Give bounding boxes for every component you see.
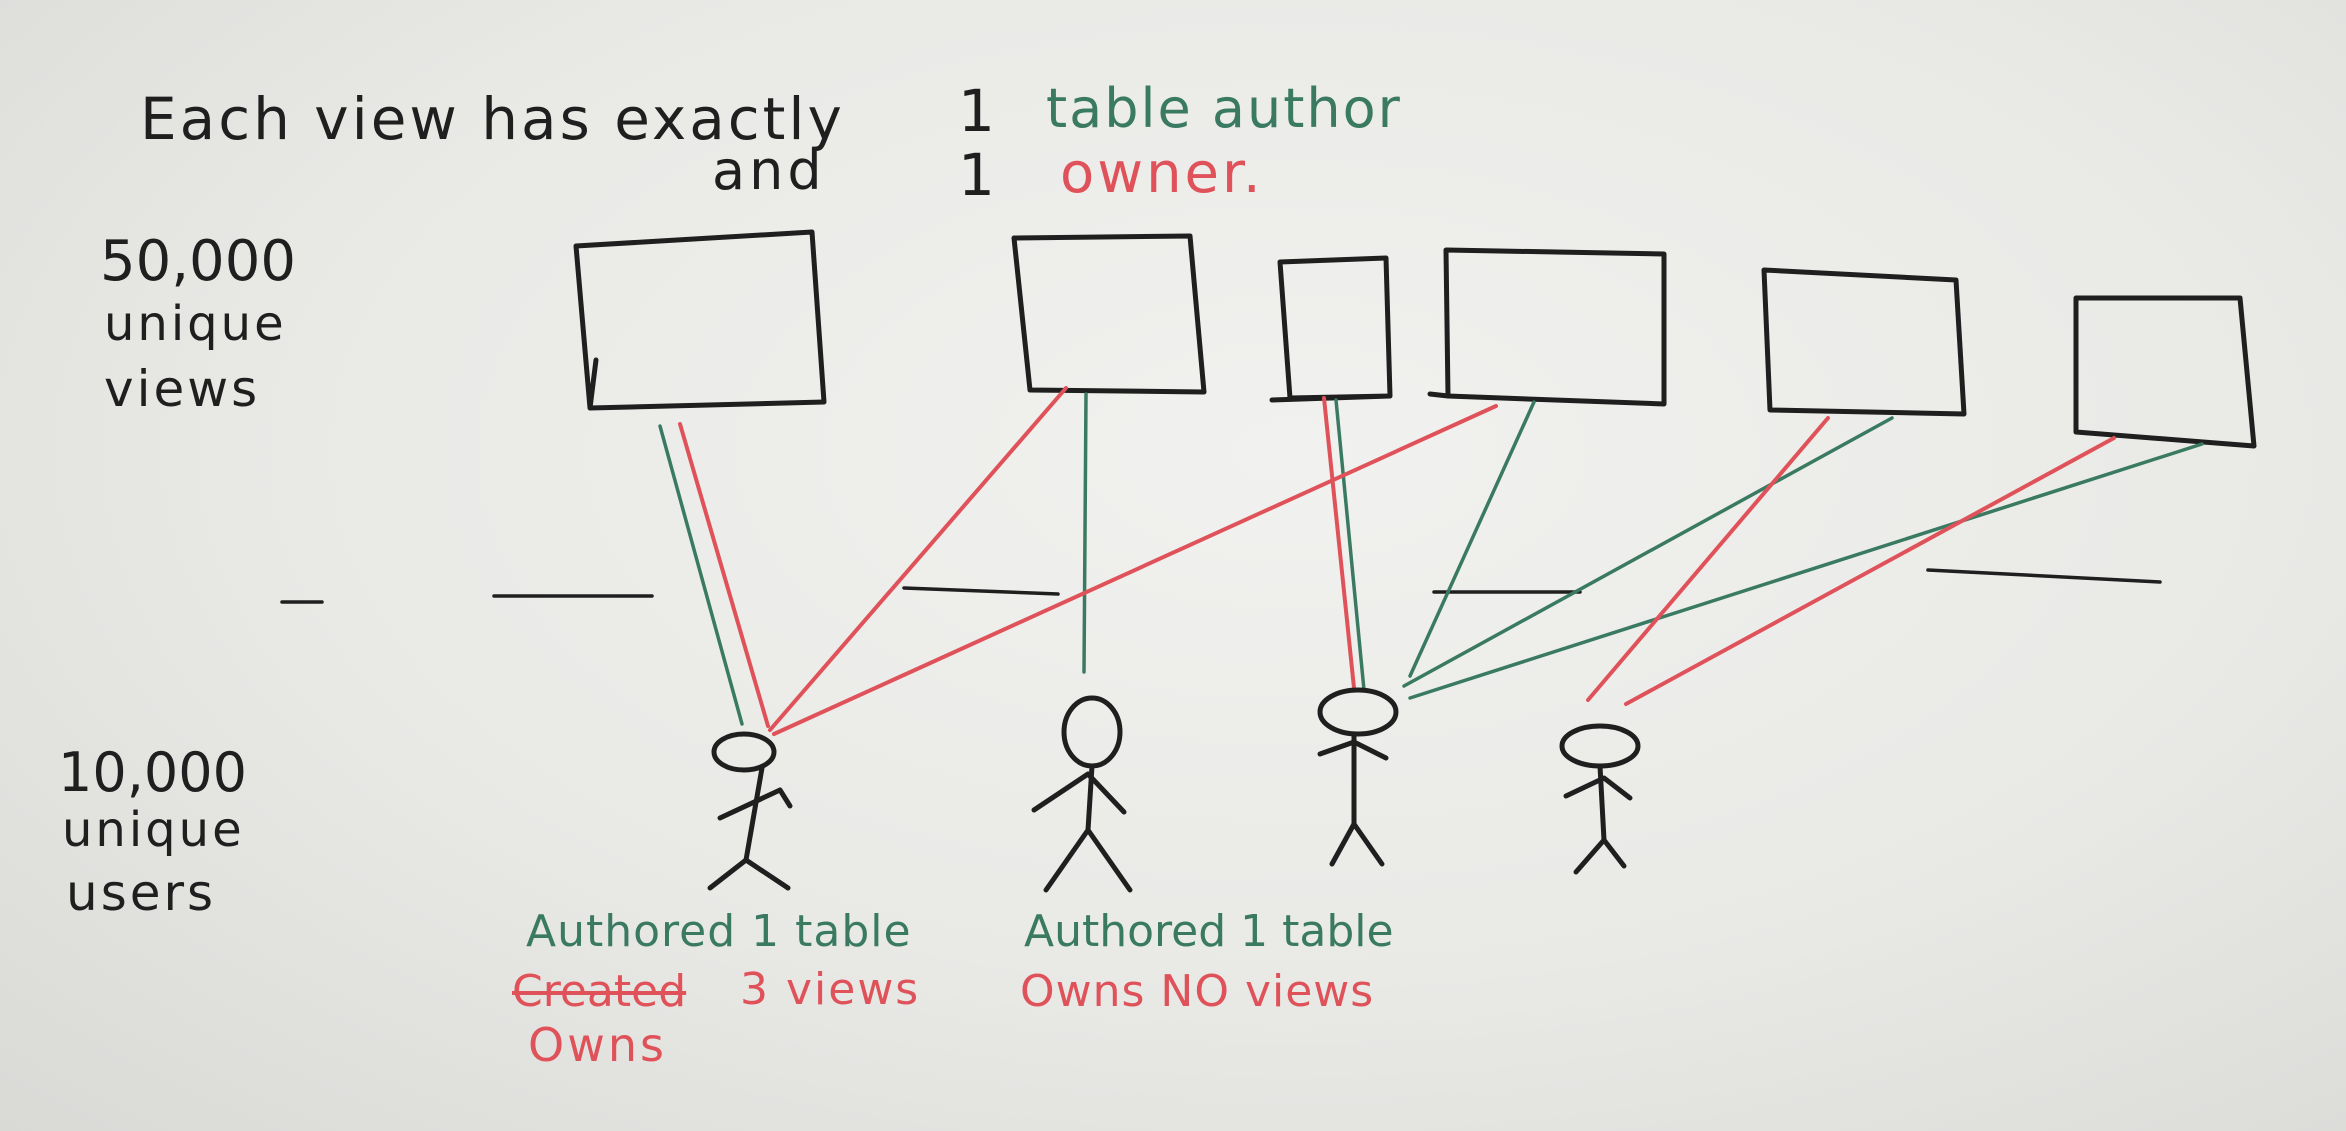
views-word-label: views	[104, 360, 261, 418]
owner-link-view5-user4	[1586, 416, 1830, 702]
user1-authored-note: Authored 1 table	[526, 906, 912, 957]
author-link-view3-user3	[1334, 398, 1366, 692]
user2-authored-note: Authored 1 table	[1024, 906, 1394, 957]
user-figure-1	[707, 731, 793, 891]
user1-views-note: 3 views	[740, 964, 921, 1015]
view-box-6	[2073, 295, 2257, 449]
author-link-view1-user1	[658, 424, 744, 726]
title-line2-count: 1	[958, 141, 995, 209]
owner-link-view6-user4	[1624, 436, 2116, 706]
ellipsis-separator	[280, 568, 2162, 604]
title-line1-table-author: table author	[1046, 77, 1402, 140]
owner-link-view1-user1	[678, 422, 770, 728]
user1-owns-note: Owns	[528, 1018, 667, 1072]
title-line2-owner: owner.	[1060, 141, 1264, 206]
view-box-3	[1269, 255, 1393, 403]
user2-owns-note: Owns NO views	[1020, 966, 1375, 1017]
owner-link-view3-user3	[1322, 396, 1356, 690]
users-count-label: 10,000	[58, 741, 247, 804]
user-figure-2	[1031, 695, 1133, 893]
user-figure-4	[1559, 723, 1641, 875]
title-line1-prefix: Each view has exactly	[140, 85, 845, 153]
owner-link-view2-user1	[768, 386, 1068, 732]
users-unique-label: unique	[62, 802, 245, 858]
user1-struck-word: Created	[512, 966, 687, 1017]
view-box-1	[573, 229, 827, 411]
view-box-2	[1011, 233, 1207, 395]
views-count-label: 50,000	[100, 229, 296, 294]
view-box-4	[1427, 247, 1667, 407]
user-figure-3	[1317, 687, 1399, 867]
users-word-label: users	[66, 864, 217, 922]
title-line2-prefix: and	[712, 139, 826, 202]
views-unique-label: unique	[104, 296, 287, 352]
owner-link-view4-user1	[772, 404, 1498, 736]
author-link-view2-user2	[1082, 392, 1088, 674]
author-link-view5-user3	[1402, 416, 1894, 688]
title-line1-count: 1	[958, 77, 995, 145]
author-link-view4-user3	[1408, 400, 1536, 678]
view-box-5	[1761, 267, 1967, 417]
author-link-view6-user3	[1408, 442, 2204, 700]
